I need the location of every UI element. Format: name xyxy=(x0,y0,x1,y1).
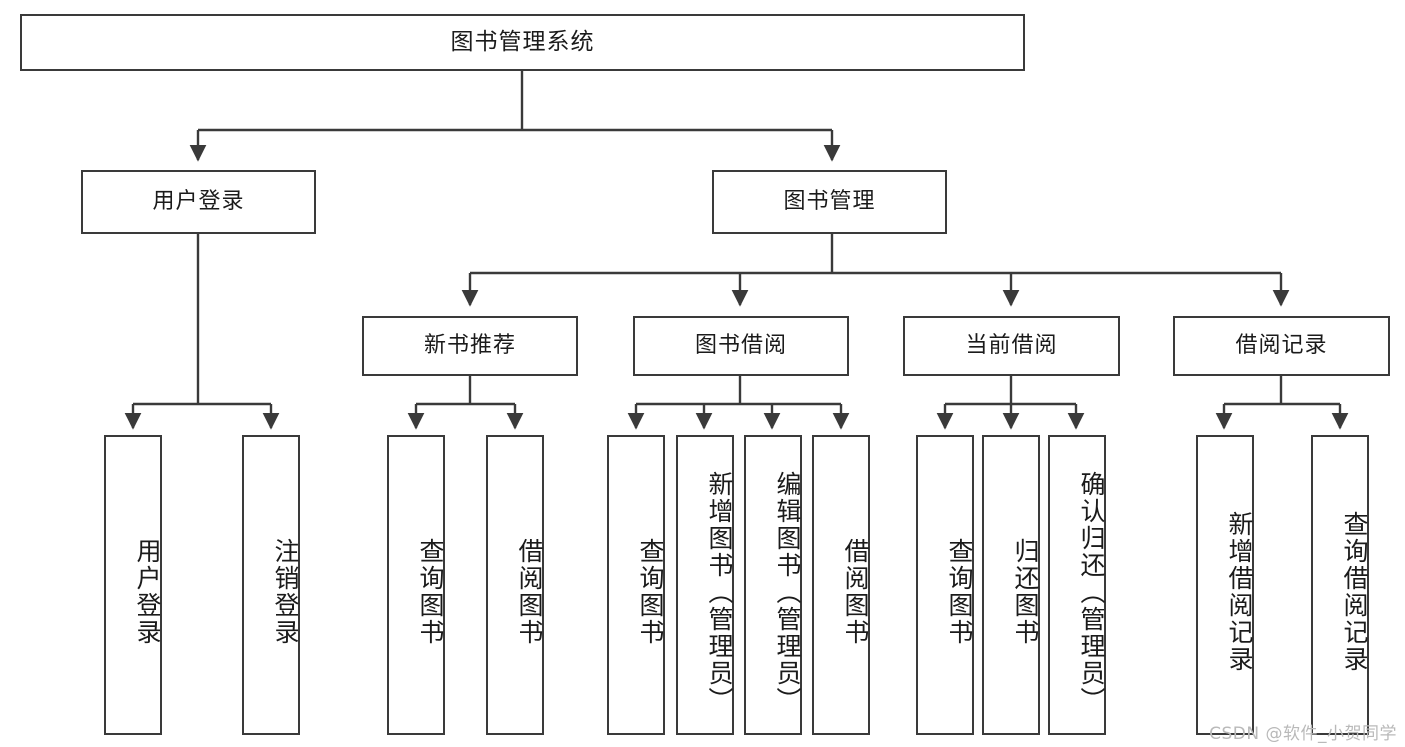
node-label: 查询图书 xyxy=(945,538,974,646)
node-current-borrow[interactable]: 当前借阅 xyxy=(903,316,1120,376)
leaf-login-logout[interactable]: 注销登录 xyxy=(242,435,300,735)
leaf-current-confirm-return-admin[interactable]: 确认归还（管理员） xyxy=(1048,435,1106,735)
leaf-record-query-record[interactable]: 查询借阅记录 xyxy=(1311,435,1369,735)
node-root-system[interactable]: 图书管理系统 xyxy=(20,14,1025,71)
node-label: 归还图书 xyxy=(1011,538,1040,646)
node-label: 编辑图书（管理员） xyxy=(773,470,802,714)
node-label: 图书管理 xyxy=(783,188,876,214)
leaf-borrow-add-book-admin[interactable]: 新增图书（管理员） xyxy=(676,435,734,735)
node-label: 图书管理系统 xyxy=(450,28,595,55)
node-label: 借阅图书 xyxy=(515,538,544,646)
node-new-book-recommend[interactable]: 新书推荐 xyxy=(362,316,578,376)
node-label: 用户登录 xyxy=(152,188,245,214)
node-label: 用户登录 xyxy=(133,538,162,646)
node-user-login[interactable]: 用户登录 xyxy=(81,170,316,234)
leaf-borrow-borrow-book[interactable]: 借阅图书 xyxy=(812,435,870,735)
leaf-newbook-query-book[interactable]: 查询图书 xyxy=(387,435,445,735)
leaf-record-add-record[interactable]: 新增借阅记录 xyxy=(1196,435,1254,735)
node-label: 查询借阅记录 xyxy=(1340,511,1369,673)
node-label: 新增借阅记录 xyxy=(1225,511,1254,673)
node-label: 借阅记录 xyxy=(1235,332,1328,358)
node-label: 新增图书（管理员） xyxy=(705,470,734,714)
node-label: 图书借阅 xyxy=(694,332,787,358)
leaf-borrow-query-book[interactable]: 查询图书 xyxy=(607,435,665,735)
node-label: 确认归还（管理员） xyxy=(1077,470,1106,714)
node-book-borrow[interactable]: 图书借阅 xyxy=(633,316,849,376)
leaf-login-user-login[interactable]: 用户登录 xyxy=(104,435,162,735)
node-label: 借阅图书 xyxy=(841,538,870,646)
leaf-current-return-book[interactable]: 归还图书 xyxy=(982,435,1040,735)
leaf-newbook-borrow-book[interactable]: 借阅图书 xyxy=(486,435,544,735)
node-borrow-record[interactable]: 借阅记录 xyxy=(1173,316,1390,376)
node-book-management[interactable]: 图书管理 xyxy=(712,170,947,234)
node-label: 注销登录 xyxy=(271,538,300,646)
leaf-current-query-book[interactable]: 查询图书 xyxy=(916,435,974,735)
leaf-borrow-edit-book-admin[interactable]: 编辑图书（管理员） xyxy=(744,435,802,735)
csdn-watermark: CSDN @软件_小贺同学 xyxy=(1209,724,1397,744)
node-label: 查询图书 xyxy=(416,538,445,646)
node-label: 查询图书 xyxy=(636,538,665,646)
node-label: 当前借阅 xyxy=(965,332,1058,358)
node-label: 新书推荐 xyxy=(423,332,516,358)
